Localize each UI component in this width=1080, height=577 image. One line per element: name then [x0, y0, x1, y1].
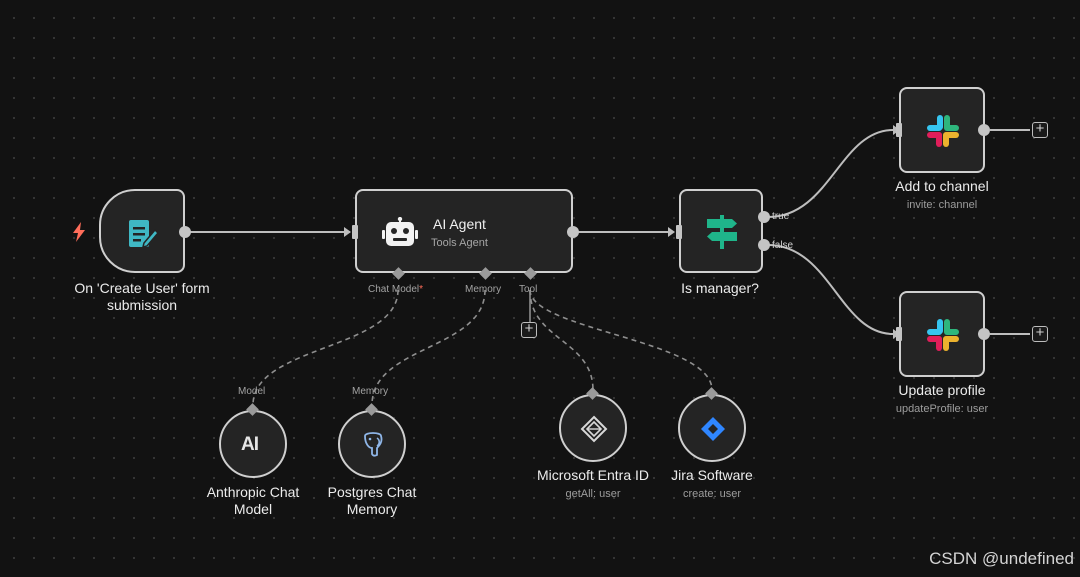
true-branch-label: true — [772, 211, 790, 222]
update-profile-subtitle: updateProfile: user — [895, 403, 989, 415]
agent-output-handle[interactable] — [567, 226, 579, 238]
postgres-title: Postgres Chat Memory — [327, 484, 417, 517]
trigger-output-handle[interactable] — [179, 226, 191, 238]
update-profile-next-button[interactable]: + — [1032, 325, 1048, 342]
wire-tool-jira — [529, 289, 713, 391]
true-output-handle[interactable] — [758, 211, 770, 223]
update-profile-title: Update profile — [898, 382, 986, 398]
is-manager-node[interactable] — [679, 189, 763, 273]
entra-icon — [580, 415, 608, 448]
memory-port-label: Memory — [465, 284, 502, 295]
jira-title: Jira Software — [671, 467, 753, 483]
anthropic-icon: AI — [241, 434, 259, 455]
update-profile-output-handle[interactable] — [978, 328, 990, 340]
form-trigger-node[interactable] — [99, 189, 185, 273]
agent-title: AI Agent — [433, 216, 486, 232]
signpost-icon — [704, 215, 740, 254]
model-port-label: Model — [238, 386, 266, 397]
watermark: CSDN @undefined — [929, 549, 1074, 568]
false-output-handle[interactable] — [758, 239, 770, 251]
microsoft-entra-id-node[interactable] — [559, 394, 627, 462]
jira-icon — [700, 416, 726, 447]
postgres-icon — [359, 430, 387, 463]
add-channel-next-button[interactable]: + — [1032, 121, 1048, 138]
memory-node-port-label: Memory — [352, 386, 389, 397]
add-channel-input-handle[interactable] — [896, 123, 902, 137]
form-icon — [127, 219, 160, 254]
entra-subtitle: getAll: user — [565, 488, 621, 500]
wire-memory — [371, 289, 486, 406]
jira-software-node[interactable] — [678, 394, 746, 462]
add-channel-title: Add to channel — [895, 178, 989, 194]
add-channel-subtitle: invite: channel — [906, 199, 978, 211]
switch-title: Is manager? — [681, 280, 759, 296]
entra-title: Microsoft Entra ID — [536, 467, 650, 483]
agent-input-handle[interactable] — [352, 225, 358, 239]
switch-input-handle[interactable] — [676, 225, 682, 239]
ai-agent-node[interactable]: AI Agent Tools Agent — [355, 189, 573, 273]
add-to-channel-node[interactable] — [899, 87, 985, 173]
chat-model-port-label: Chat Model* — [368, 284, 424, 295]
add-tool-button[interactable]: + — [521, 321, 537, 338]
update-profile-input-handle[interactable] — [896, 327, 902, 341]
postgres-chat-memory-node[interactable] — [338, 410, 406, 478]
wire-tool-entra — [529, 289, 594, 391]
robot-icon — [382, 216, 418, 254]
update-profile-node[interactable] — [899, 291, 985, 377]
bolt-icon — [72, 222, 86, 247]
trigger-title: On 'Create User' form submission — [74, 280, 210, 313]
jira-subtitle: create: user — [682, 488, 742, 500]
slack-icon — [926, 318, 960, 357]
agent-subtitle: Tools Agent — [431, 237, 488, 249]
wire-false-update-profile — [767, 244, 894, 335]
anthropic-chat-model-node[interactable]: AI — [219, 410, 287, 478]
add-channel-output-handle[interactable] — [978, 124, 990, 136]
tool-port-label: Tool — [519, 284, 538, 295]
anthropic-title: Anthropic Chat Model — [206, 484, 300, 517]
false-branch-label: false — [772, 240, 794, 251]
slack-icon — [926, 114, 960, 153]
